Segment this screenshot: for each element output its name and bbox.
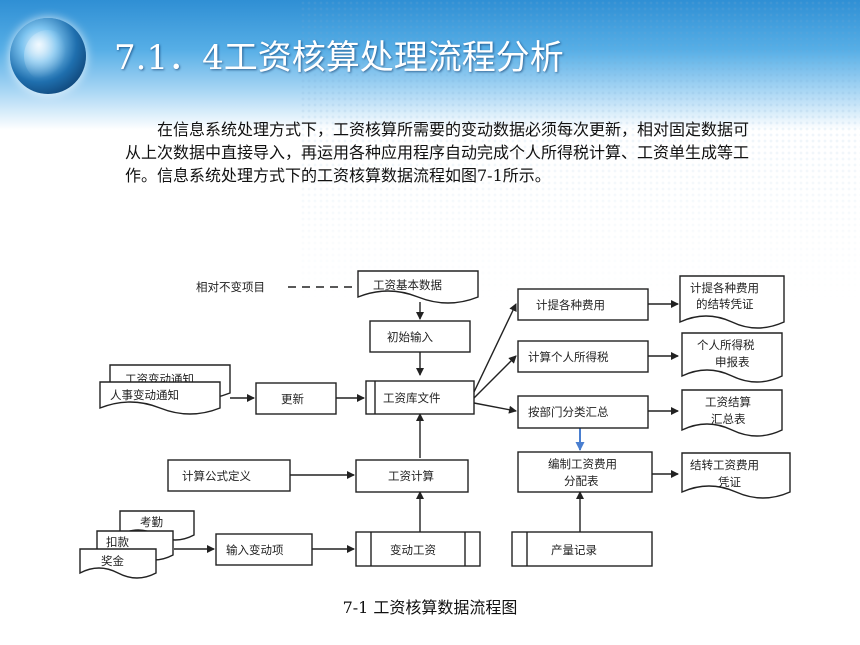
doc-personnel-change: [99, 381, 221, 415]
arrow-file-to-tax: [473, 355, 517, 399]
label-output-record: 产量记录: [551, 543, 597, 557]
label-personnel-change: 人事变动通知: [110, 388, 179, 402]
figure-caption: 7-1 工资核算数据流程图: [342, 598, 518, 617]
label-deduction: 扣款: [106, 535, 129, 549]
box-initial-input: [369, 320, 471, 353]
world-map-background: [300, 0, 860, 300]
label-salary-file: 工资库文件: [383, 391, 441, 405]
box-accrue-fees: [517, 288, 649, 321]
store-salary-file: [365, 380, 475, 415]
label-tax-report-2: 申报表: [715, 355, 750, 369]
label-summary-table-2: 汇总表: [711, 412, 746, 426]
label-allocation-2: 分配表: [564, 474, 599, 488]
label-accrue-voucher-1: 计提各种费用: [690, 281, 759, 295]
label-attendance: 考勤: [140, 515, 163, 529]
label-dept-summary: 按部门分类汇总: [528, 405, 609, 419]
label-update: 更新: [281, 392, 304, 406]
label-summary-table-1: 工资结算: [705, 395, 751, 409]
header-banner: [0, 0, 860, 130]
label-input-change: 输入变动项: [226, 543, 284, 557]
label-relative-constant: 相对不变项目: [196, 280, 265, 294]
label-transfer-voucher-2: 凭证: [718, 475, 741, 489]
doc-bonus: [79, 548, 157, 579]
label-calc-formula: 计算公式定义: [182, 469, 251, 483]
doc-basic-data: [357, 270, 479, 304]
page-title: 7.1．4工资核算处理流程分析: [114, 38, 564, 78]
label-variable-salary: 变动工资: [390, 543, 436, 557]
label-transfer-voucher-1: 结转工资费用: [690, 458, 759, 472]
intro-paragraph: 在信息系统处理方式下，工资核算所需要的变动数据必须每次更新，相对固定数据可从上次…: [125, 120, 750, 185]
label-allocation-1: 编制工资费用: [548, 457, 617, 471]
doc-tax-report: [681, 332, 783, 383]
arrow-file-to-summary: [473, 402, 517, 414]
box-dept-summary: [517, 395, 649, 429]
box-salary-calc: [355, 459, 469, 493]
doc-transfer-voucher: [681, 452, 791, 499]
doc-accrue-voucher: [679, 275, 785, 329]
box-input-change: [215, 533, 313, 566]
box-calc-tax: [517, 340, 649, 373]
doc-summary-table: [681, 389, 783, 437]
label-calc-tax: 计算个人所得税: [528, 350, 609, 364]
label-salary-calc: 工资计算: [388, 469, 434, 483]
box-calc-formula: [167, 459, 291, 492]
store-output-record: [511, 531, 653, 567]
store-variable-salary: [355, 531, 481, 567]
box-allocation: [517, 451, 653, 493]
label-tax-report-1: 个人所得税: [697, 338, 755, 352]
label-initial-input: 初始输入: [387, 330, 433, 344]
arrow-file-to-accrue: [473, 303, 517, 393]
label-accrue-fees: 计提各种费用: [536, 298, 605, 312]
label-accrue-voucher-2: 的结转凭证: [696, 297, 754, 311]
label-bonus: 奖金: [101, 554, 124, 568]
label-basic-data: 工资基本数据: [373, 278, 442, 292]
globe-icon: [10, 18, 86, 94]
box-update: [255, 382, 337, 415]
